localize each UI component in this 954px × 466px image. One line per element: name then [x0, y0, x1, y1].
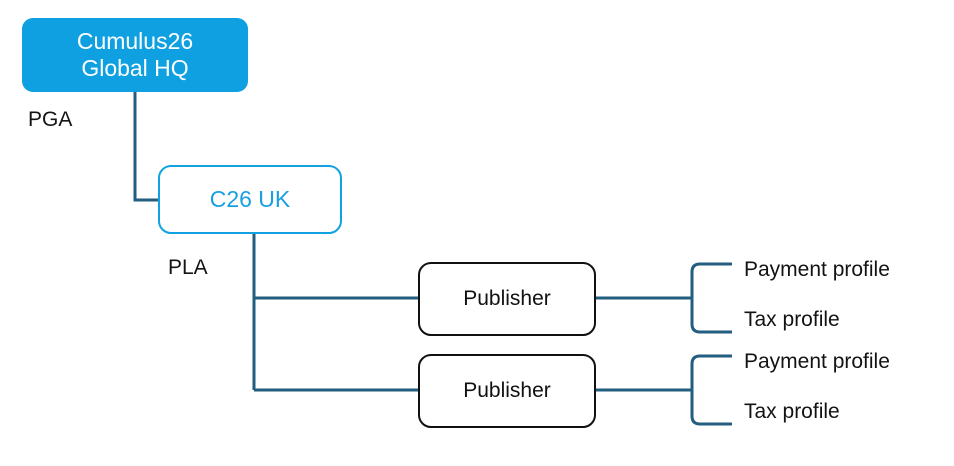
connector-hq-to-sub [133, 92, 160, 202]
node-publisher-2[interactable]: Publisher [418, 354, 596, 428]
bracket-publisher-2 [690, 354, 732, 426]
leaf-publisher-2-tax-profile: Tax profile [744, 400, 840, 423]
node-publisher-1-label: Publisher [463, 286, 551, 310]
node-c26-uk[interactable]: C26 UK [158, 165, 342, 234]
edge-label-pga: PGA [28, 108, 73, 131]
bracket-publisher-1 [690, 262, 732, 334]
node-publisher-1[interactable]: Publisher [418, 262, 596, 336]
node-global-hq[interactable]: Cumulus26 Global HQ [22, 18, 248, 92]
edge-label-pla: PLA [168, 256, 208, 279]
leaf-publisher-2-payment-profile: Payment profile [744, 350, 890, 373]
node-global-hq-line2: Global HQ [81, 55, 189, 81]
node-publisher-2-label: Publisher [463, 378, 551, 402]
node-c26-uk-label: C26 UK [209, 185, 291, 212]
leaf-publisher-1-payment-profile: Payment profile [744, 258, 890, 281]
leaf-publisher-1-tax-profile: Tax profile [744, 308, 840, 331]
node-global-hq-line1: Cumulus26 [76, 27, 194, 54]
